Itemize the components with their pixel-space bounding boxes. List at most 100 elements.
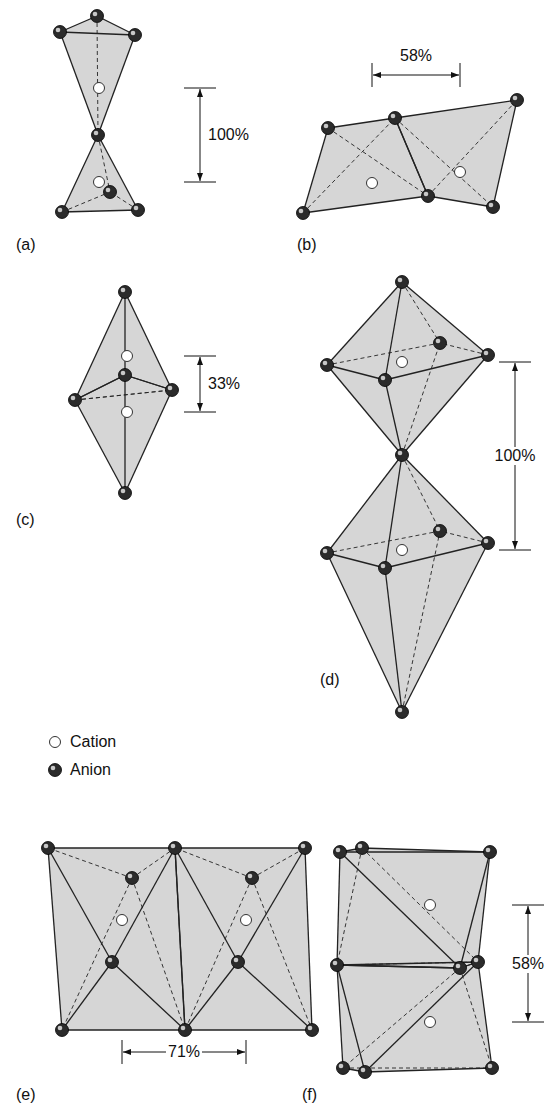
polyhedron-edge <box>385 568 402 712</box>
anion-highlight <box>108 958 113 963</box>
hidden-edge <box>402 282 440 343</box>
legend-samples <box>49 737 62 777</box>
polyhedron-edge <box>337 965 343 1068</box>
anion-sphere <box>379 562 392 575</box>
anion-highlight <box>56 28 61 33</box>
polyhedron-edge <box>124 375 125 493</box>
hidden-edge <box>440 531 488 543</box>
polyhedron-edge <box>125 390 172 493</box>
dimension-arrow <box>200 89 201 181</box>
anion-sphere <box>166 384 179 397</box>
anion-sphere <box>322 122 335 135</box>
polyhedra-figure <box>54 10 217 219</box>
anion-highlight <box>234 958 239 963</box>
anion-highlight <box>121 489 126 494</box>
polyhedron-edge <box>460 852 490 968</box>
figure-letter: (f) <box>300 1086 319 1104</box>
hidden-edge <box>132 878 185 1030</box>
anion-sphere <box>487 201 500 214</box>
polyhedron-edge <box>75 400 125 493</box>
anion-sphere <box>482 537 495 550</box>
polyhedron-edge <box>402 543 488 712</box>
anion-sphere <box>56 1024 69 1037</box>
polyhedron-edge <box>478 962 492 1068</box>
polyhedron-edge <box>395 100 517 118</box>
polyhedron-edge <box>402 455 488 543</box>
figure-letter: (e) <box>14 1086 38 1104</box>
anion-sphere <box>42 842 55 855</box>
polyhedron-edge <box>327 553 385 568</box>
anion-highlight <box>436 527 441 532</box>
anion-sphere <box>69 394 82 407</box>
anion-highlight <box>181 1026 186 1031</box>
dimension-tick <box>184 182 216 183</box>
cation-sphere <box>367 178 378 189</box>
anion-highlight <box>128 874 133 879</box>
cation-sphere <box>117 915 128 926</box>
polyhedron-face <box>60 16 135 135</box>
dimension-label: 100% <box>493 447 538 465</box>
hidden-edge <box>327 531 440 553</box>
polyhedron-face <box>75 375 172 493</box>
anion-sphere <box>334 846 347 859</box>
polyhedron-edge <box>327 365 402 455</box>
hidden-edge <box>303 118 395 213</box>
anion-sphere <box>119 487 132 500</box>
hidden-edge <box>395 118 493 207</box>
cation-sphere <box>122 351 133 362</box>
anion-highlight <box>168 386 173 391</box>
polyhedra-figure <box>297 63 524 220</box>
anion-highlight <box>486 848 491 853</box>
dimension-tick <box>184 412 216 413</box>
polyhedron-edge <box>340 852 460 968</box>
polyhedron-edge <box>185 1029 312 1030</box>
anion-highlight <box>513 96 518 101</box>
anion-highlight <box>398 451 403 456</box>
anion-highlight <box>308 1026 313 1031</box>
anion-sphere <box>484 846 497 859</box>
anion-highlight <box>58 208 63 213</box>
anion-highlight <box>93 12 98 17</box>
dimension-label: 58% <box>398 47 434 65</box>
anion-highlight <box>381 376 386 381</box>
anion-sphere <box>379 374 392 387</box>
anion-highlight <box>488 1064 493 1069</box>
polyhedron-edge <box>75 375 125 400</box>
hidden-edge <box>75 390 172 400</box>
anion-sphere <box>511 94 524 107</box>
polyhedron-edge <box>337 852 340 965</box>
anion-sphere <box>132 204 145 217</box>
anion-highlight <box>424 192 429 197</box>
hidden-edge <box>402 531 440 712</box>
hidden-edge <box>75 390 172 400</box>
anion-sphere <box>434 337 447 350</box>
cation-sphere <box>241 915 252 926</box>
dimension-tick <box>246 1040 247 1064</box>
polyhedron-edge <box>98 135 138 210</box>
anion-highlight <box>484 539 489 544</box>
anion-highlight <box>336 848 341 853</box>
dimension-arrow <box>200 357 201 411</box>
anion-highlight <box>121 288 126 293</box>
anion-sphere <box>91 10 104 23</box>
hidden-edge <box>402 455 440 531</box>
anion-sphere <box>434 525 447 538</box>
dimension-arrow <box>373 75 459 76</box>
anion-highlight <box>398 278 403 283</box>
cation-sphere <box>397 357 408 368</box>
anion-sphere <box>321 359 334 372</box>
cation-sphere <box>397 545 408 556</box>
polyhedron-edge <box>62 1029 185 1030</box>
anion-sphere <box>396 276 409 289</box>
anion-sphere <box>486 1062 499 1075</box>
polyhedron-edge <box>124 292 125 375</box>
cation-sphere <box>94 83 105 94</box>
hidden-edge <box>175 848 252 878</box>
anion-highlight <box>323 361 328 366</box>
polyhedron-edge <box>75 375 125 400</box>
polyhedron-edge <box>385 355 488 380</box>
anion-sphere <box>297 207 310 220</box>
polyhedron-edge <box>60 32 98 135</box>
anion-sphere <box>246 872 259 885</box>
